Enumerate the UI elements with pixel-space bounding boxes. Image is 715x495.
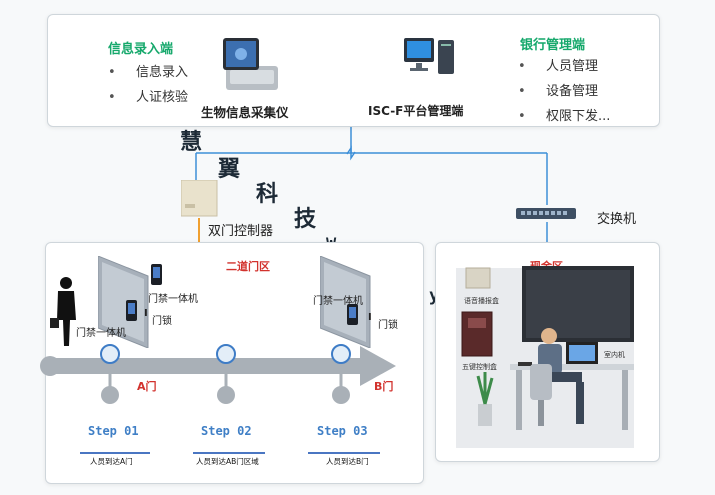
watermark-char: 科: [256, 181, 279, 207]
lock-b-mark: I: [368, 312, 372, 323]
list-item: 设备管理: [516, 79, 610, 104]
timeline-arrow: [40, 344, 396, 404]
biometric-device-icon: [223, 38, 278, 90]
switch-label: 交换机: [597, 212, 637, 227]
list-item: 人证核验: [106, 85, 188, 110]
step-3-title: Step 03: [317, 424, 368, 438]
left-zone-title: 二道门区: [226, 260, 270, 273]
step-1-label: 人员到达A门: [90, 457, 133, 466]
list-item: 信息录入: [106, 60, 188, 85]
controller-label: 双门控制器: [208, 224, 274, 239]
cash-room-illustration: [456, 266, 634, 448]
lock-a-mark: I: [144, 308, 148, 319]
terminal-person-label: 门禁一体机: [76, 328, 126, 339]
person-icon: [50, 277, 76, 346]
step-3-label: 人员到达B门: [326, 457, 369, 466]
right-item-list: 人员管理 设备管理 权限下发...: [516, 54, 610, 129]
indoor-unit-label: 室内机: [604, 351, 625, 359]
terminal-a-label: 门禁一体机: [148, 294, 198, 305]
step-3-line: [308, 452, 380, 454]
network-switch-icon: [516, 208, 576, 219]
watermark-char: 翼: [218, 156, 241, 182]
step-2-line: [193, 452, 265, 454]
door-controller-icon: [181, 180, 218, 217]
list-item: 权限下发...: [516, 104, 610, 129]
list-item: 人员管理: [516, 54, 610, 79]
lock-b-label: 门锁: [378, 320, 398, 331]
door-a-panel: [98, 256, 149, 348]
left-item-list: 信息录入 人证核验: [106, 60, 188, 110]
watermark-char: 技: [294, 206, 317, 232]
device-center-label: ISC-F平台管理端: [368, 104, 464, 118]
access-terminal-icon: [151, 264, 162, 285]
voice-box-label: 语音播报盒: [464, 297, 499, 305]
step-1-title: Step 01: [88, 424, 139, 438]
door-a-label: A门: [137, 380, 157, 393]
step-2-title: Step 02: [201, 424, 252, 438]
computer-icon: [404, 38, 454, 74]
key-box-label: 五键控制盒: [462, 363, 497, 371]
access-terminal-icon: [347, 304, 358, 325]
access-terminal-icon: [126, 300, 137, 321]
left-title: 信息录入端: [108, 42, 174, 57]
watermark-char: 慧: [180, 129, 203, 155]
door-b-label: B门: [374, 380, 394, 393]
step-1-line: [80, 452, 150, 454]
terminal-b-label: 门禁一体机: [313, 296, 363, 307]
step-2-label: 人员到达AB门区域: [196, 457, 259, 466]
right-title: 银行管理端: [520, 38, 586, 53]
device-left-label: 生物信息采集仪: [201, 105, 289, 120]
lock-a-label: 门锁: [152, 316, 172, 327]
watermark-url-char: y: [429, 286, 439, 306]
